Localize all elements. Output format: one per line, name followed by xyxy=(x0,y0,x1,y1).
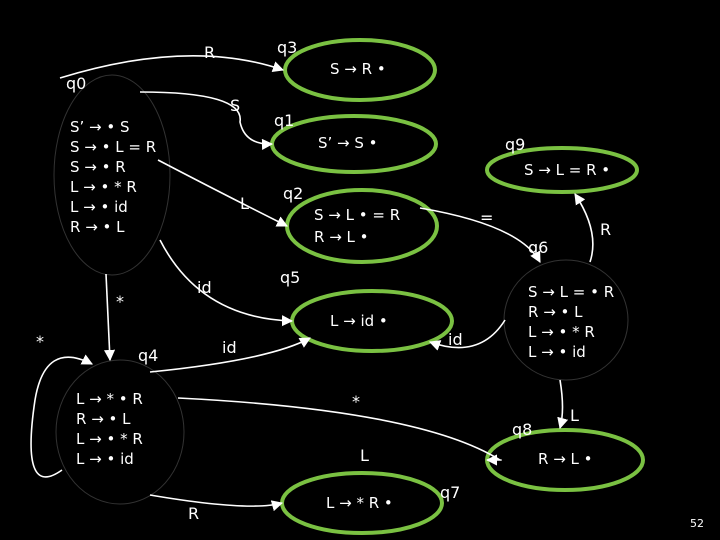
q6-item: L → • id xyxy=(528,343,586,361)
state-q2-name: q2 xyxy=(283,184,304,203)
q6-item: R → • L xyxy=(528,303,583,321)
state-q3-node xyxy=(283,38,437,102)
q0-item: L → • * R xyxy=(70,178,137,196)
edge-label-q0-q2: L xyxy=(240,194,249,213)
edge-q4-q7 xyxy=(149,494,284,512)
edge-q0-q3 xyxy=(59,54,285,79)
q0-item: S’ → • S xyxy=(70,118,130,136)
q9-item: S → L = R • xyxy=(524,161,611,179)
state-q5-name: q5 xyxy=(280,268,301,287)
q5-item: L → id • xyxy=(330,312,388,330)
state-q9-node xyxy=(485,146,639,194)
edge-label-q0-q3: R xyxy=(204,43,216,62)
state-q6-node xyxy=(503,259,629,381)
edge-label-q0-q5: id xyxy=(197,278,212,297)
state-q4-name: q4 xyxy=(138,346,159,365)
edge-label-q2-q6: = xyxy=(480,208,494,227)
edge-q4-q8 xyxy=(177,397,502,466)
edge-q0-q2 xyxy=(157,159,289,227)
state-q0-node xyxy=(53,74,171,276)
edge-label-q0-q4: * xyxy=(116,292,124,311)
q2-item: R → L • xyxy=(314,228,369,246)
edge-label-q0-q1: S xyxy=(230,96,241,115)
state-q8-name: q8 xyxy=(512,420,533,439)
edge-q2-q6 xyxy=(419,207,541,263)
edge-label-q4-q5: id xyxy=(222,338,237,357)
page-number: 52 xyxy=(690,517,704,530)
state-q4-node xyxy=(55,359,185,505)
q0-item: S → • L = R xyxy=(70,138,157,156)
edge-q0-q4 xyxy=(103,273,116,362)
edge-label-q6-q8: L xyxy=(570,406,579,425)
edge-q0-q5 xyxy=(159,239,294,327)
q0-item: R → • L xyxy=(70,218,125,236)
q8-item: R → L • xyxy=(538,450,593,468)
q3-item: S → R • xyxy=(330,60,386,78)
state-q9-name: q9 xyxy=(505,135,526,154)
edge-q6-q8 xyxy=(557,379,569,430)
q0-item: L → • id xyxy=(70,198,128,216)
q4-item: L → • * R xyxy=(76,430,143,448)
q0-item: S → • R xyxy=(70,158,126,176)
edge-q0-q1 xyxy=(139,91,274,150)
q6-item: L → • * R xyxy=(528,323,595,341)
edge-label-q6-q4: * xyxy=(352,392,360,411)
state-q3-name: q3 xyxy=(277,38,298,57)
q4-item: L → * • R xyxy=(76,390,143,408)
edge-label-q6-q5: id xyxy=(448,330,463,349)
edge-q6-q5 xyxy=(428,319,506,351)
edge-q4-q4 xyxy=(30,354,93,478)
edge-label-q4-q7: R xyxy=(188,504,200,523)
edge-label-q4-q4: * xyxy=(36,332,44,351)
q4-item: R → • L xyxy=(76,410,131,428)
state-q6-name: q6 xyxy=(528,238,549,257)
q1-item: S’ → S • xyxy=(318,134,378,152)
edge-q4-q5 xyxy=(149,337,311,373)
edge-label-q4-q8: L xyxy=(360,446,369,465)
state-q1-name: q1 xyxy=(274,111,295,130)
q4-item: L → • id xyxy=(76,450,134,468)
q6-item: S → L = • R xyxy=(528,283,615,301)
q7-item: L → * R • xyxy=(326,494,393,512)
state-q2-node xyxy=(285,188,439,264)
q2-item: S → L • = R xyxy=(314,206,401,224)
edge-label-q6-q9: R xyxy=(600,220,612,239)
state-q7-name: q7 xyxy=(440,483,461,502)
state-q0-name: q0 xyxy=(66,74,87,93)
edge-q6-q9 xyxy=(574,193,594,263)
